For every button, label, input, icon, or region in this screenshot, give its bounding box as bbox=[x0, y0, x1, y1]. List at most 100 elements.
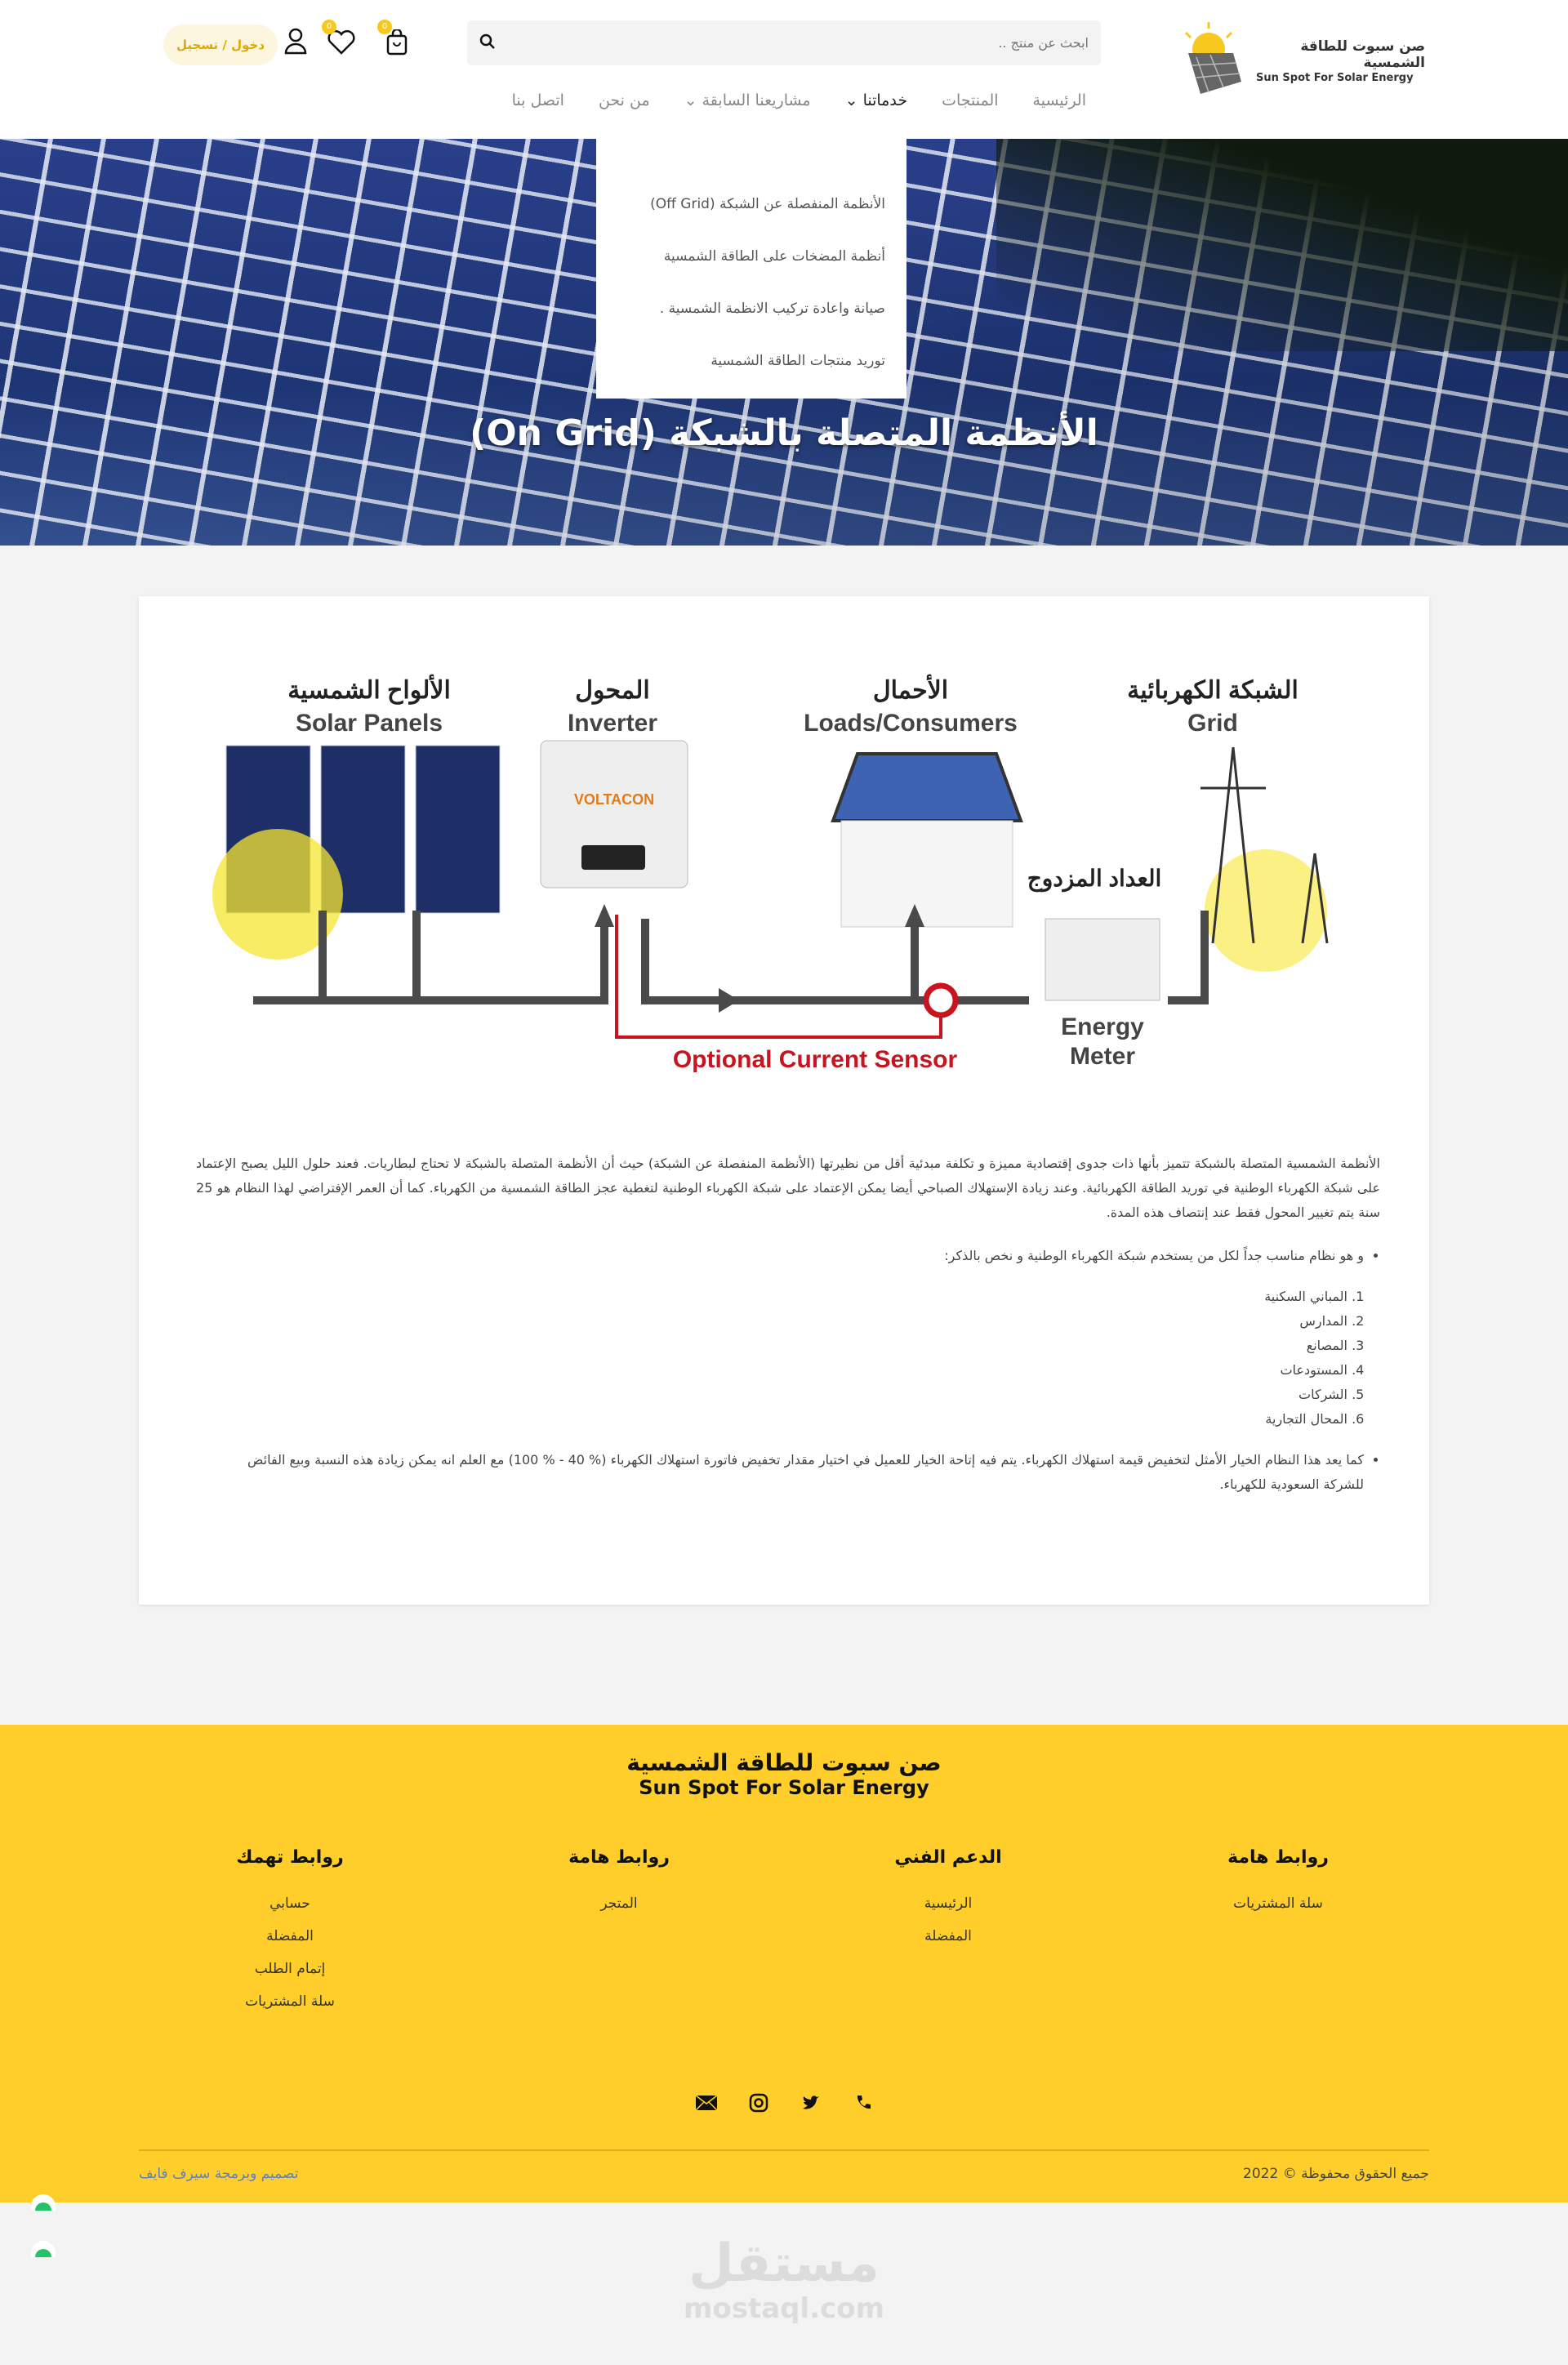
wishlist-button[interactable]: 0 bbox=[322, 20, 358, 59]
footer-link-favorites[interactable]: المفضلة bbox=[924, 1928, 972, 1944]
page-bottom: مستقل mostaql.com bbox=[0, 2194, 1568, 2365]
chevron-down-icon: ⌄ bbox=[844, 91, 858, 109]
account-button[interactable] bbox=[279, 24, 312, 57]
grid-tower-illustration bbox=[1200, 746, 1329, 972]
chevron-down-icon: ⌄ bbox=[684, 91, 697, 109]
nav-services-label: خدماتنا bbox=[862, 91, 908, 109]
login-register-button[interactable]: دخول / تسجيل bbox=[163, 24, 278, 65]
dropdown-item-supply[interactable]: توريد منتجات الطاقة الشمسية bbox=[710, 353, 885, 369]
footer-link-store[interactable]: المتجر bbox=[600, 1895, 638, 1912]
label-grid-en: Grid bbox=[1187, 710, 1238, 737]
bullet-savings: كما يعد هذا النظام الخيار الأمثل لتخفيض … bbox=[220, 1448, 1364, 1497]
logo-text-ar: صن سبوت للطاقة الشمسية bbox=[1300, 38, 1425, 72]
main-nav: الرئيسية المنتجات خدماتنا ⌄ مشاريعنا الس… bbox=[512, 91, 1086, 109]
bullet-suitable: و هو نظام مناسب جداً لكل من يستخدم شبكة … bbox=[220, 1244, 1364, 1268]
solar-panels-illustration bbox=[212, 745, 501, 960]
footer-column-title: الدعم الفني bbox=[894, 1847, 1002, 1868]
chevron-up-icon bbox=[35, 2202, 51, 2211]
cart-button[interactable]: 0 bbox=[377, 20, 413, 59]
usage-item: المستودعات bbox=[874, 1358, 1348, 1383]
nav-services[interactable]: خدماتنا ⌄ bbox=[845, 91, 907, 109]
label-solar-en: Solar Panels bbox=[296, 710, 443, 737]
designer-credit-link[interactable]: تصميم وبرمجة سيرف فايف bbox=[139, 2166, 299, 2182]
user-icon bbox=[284, 28, 307, 55]
dropdown-item-pumps[interactable]: أنظمة المضخات على الطاقة الشمسية bbox=[663, 248, 885, 265]
nav-contact[interactable]: اتصل بنا bbox=[511, 91, 564, 109]
logo[interactable]: صن سبوت للطاقة الشمسية Sun Spot For Sola… bbox=[1176, 20, 1425, 102]
logo-text-en: Sun Spot For Solar Energy bbox=[1256, 71, 1414, 84]
nav-projects[interactable]: مشاريعنا السابقة ⌄ bbox=[684, 91, 811, 109]
services-dropdown-menu: الأنظمة المنفصلة عن الشبكة (Off Grid) أن… bbox=[596, 139, 906, 399]
usage-item: المدارس bbox=[874, 1309, 1348, 1334]
dropdown-item-off-grid[interactable]: الأنظمة المنفصلة عن الشبكة (Off Grid) bbox=[650, 196, 885, 212]
footer-divider bbox=[139, 2149, 1429, 2151]
label-grid-ar: الشبكة الكهربائية bbox=[1127, 677, 1298, 705]
nav-about[interactable]: من نحن bbox=[598, 91, 650, 109]
mostaql-watermark: مستقل mostaql.com bbox=[0, 2235, 1568, 2325]
current-sensor-ring bbox=[923, 982, 959, 1018]
hero-title: الأنظمة المتصلة بالشبكة (On Grid) bbox=[470, 412, 1098, 454]
site-header: صن سبوت للطاقة الشمسية Sun Spot For Sola… bbox=[0, 0, 1568, 139]
watermark-ar: مستقل bbox=[688, 2234, 880, 2294]
label-loads-en: Loads/Consumers bbox=[804, 710, 1018, 737]
footer-title-ar: صن سبوت للطاقة الشمسية bbox=[626, 1749, 942, 1776]
logo-sun-icon bbox=[1176, 20, 1250, 102]
label-inverter-ar: المحول bbox=[575, 677, 649, 705]
house-illustration bbox=[831, 752, 1023, 928]
footer-link-checkout[interactable]: إتمام الطلب bbox=[254, 1961, 326, 1977]
footer-column-useful-links: روابط تهمك حسابي المفضلة إتمام الطلب سلة… bbox=[167, 1847, 412, 2026]
watermark-en: mostaql.com bbox=[683, 2292, 885, 2325]
footer-link-home[interactable]: الرئيسية bbox=[924, 1895, 973, 1912]
inverter-brand: VOLTACON bbox=[574, 791, 654, 808]
dropdown-item-maintenance[interactable]: صيانة واعادة تركيب الانظمة الشمسية . bbox=[659, 301, 885, 317]
copyright-text: جميع الحقوق محفوظة © 2022 bbox=[1243, 2166, 1429, 2182]
energy-meter-illustration bbox=[1045, 918, 1160, 1001]
sensor-wire bbox=[615, 915, 942, 1039]
footer-link-cart[interactable]: سلة المشتريات bbox=[1233, 1895, 1323, 1912]
instagram-icon[interactable] bbox=[746, 2091, 771, 2115]
cart-icon bbox=[386, 29, 408, 56]
label-meter-en-1: Energy bbox=[1061, 1013, 1144, 1040]
label-current-sensor: Optional Current Sensor bbox=[673, 1046, 958, 1073]
search-bar bbox=[467, 20, 1101, 65]
footer-column-important-links-2: روابط هامة المتجر bbox=[497, 1847, 742, 1928]
intro-paragraph: الأنظمة الشمسية المتصلة بالشبكة تتميز بأ… bbox=[196, 1156, 1380, 1220]
scroll-top-button[interactable] bbox=[31, 2194, 56, 2211]
wishlist-count-badge: 0 bbox=[322, 20, 336, 34]
flow-lines bbox=[253, 911, 1209, 1004]
social-links bbox=[694, 2091, 875, 2115]
usage-item: الشركات bbox=[874, 1383, 1348, 1407]
whatsapp-button[interactable] bbox=[31, 2241, 56, 2257]
footer-column-title: روابط هامة bbox=[568, 1847, 670, 1868]
footer-column-important-links: روابط هامة سلة المشتريات bbox=[1156, 1847, 1401, 1928]
whatsapp-icon bbox=[35, 2249, 51, 2257]
twitter-icon[interactable] bbox=[799, 2091, 823, 2115]
label-inverter-en: Inverter bbox=[568, 710, 657, 737]
cart-count-badge: 0 bbox=[377, 20, 392, 34]
footer-title-en: Sun Spot For Solar Energy bbox=[639, 1776, 929, 1799]
search-icon[interactable] bbox=[479, 33, 496, 53]
usage-item: المصانع bbox=[874, 1334, 1348, 1358]
bullet-list-1: و هو نظام مناسب جداً لكل من يستخدم شبكة … bbox=[220, 1244, 1364, 1268]
footer-brand: صن سبوت للطاقة الشمسية Sun Spot For Sola… bbox=[0, 1749, 1568, 1799]
nav-products[interactable]: المنتجات bbox=[942, 91, 999, 109]
bullet-list-2: كما يعد هذا النظام الخيار الأمثل لتخفيض … bbox=[220, 1448, 1364, 1497]
label-meter-ar: العداد المزدوج bbox=[1027, 866, 1162, 893]
label-solar-ar: الألواح الشمسية bbox=[287, 675, 451, 705]
usage-item: المحال التجارية bbox=[874, 1407, 1348, 1432]
heart-icon bbox=[327, 30, 355, 55]
email-icon[interactable] bbox=[694, 2091, 719, 2115]
hero-background-trees bbox=[996, 139, 1568, 351]
usage-item: المباني السكنية bbox=[874, 1285, 1348, 1309]
footer-link-account[interactable]: حسابي bbox=[270, 1895, 310, 1912]
phone-icon[interactable] bbox=[851, 2091, 875, 2115]
footer-link-favorites[interactable]: المفضلة bbox=[266, 1928, 314, 1944]
footer-link-cart[interactable]: سلة المشتريات bbox=[245, 1993, 335, 2010]
footer-column-title: روابط هامة bbox=[1227, 1847, 1329, 1868]
inverter-illustration bbox=[540, 740, 688, 889]
usage-list: المباني السكنية المدارس المصانع المستودع… bbox=[874, 1285, 1364, 1432]
site-footer: صن سبوت للطاقة الشمسية Sun Spot For Sola… bbox=[0, 1725, 1568, 2202]
label-loads-ar: الأحمال bbox=[873, 675, 948, 704]
search-input[interactable] bbox=[558, 35, 1089, 51]
nav-home[interactable]: الرئيسية bbox=[1032, 91, 1086, 109]
